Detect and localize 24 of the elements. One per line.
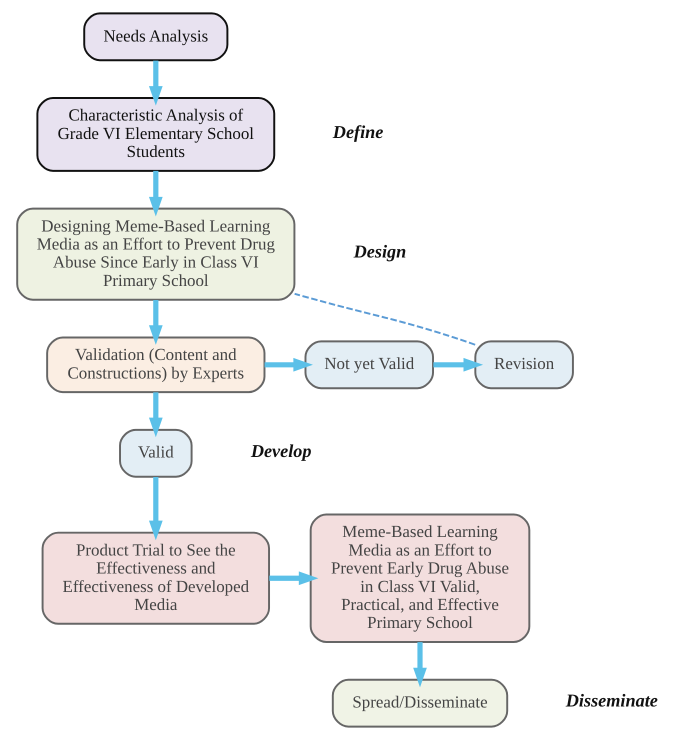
arrow <box>148 477 163 540</box>
node-box: Spread/Disseminate <box>332 678 508 728</box>
connector <box>294 292 476 346</box>
arrow <box>148 392 163 438</box>
arrow <box>413 642 427 688</box>
node-box: Product Trial to See the Effectiveness and Effectiveness of Developed Media <box>42 532 270 625</box>
node-box: Validation (Content and Constructions) by Experts <box>46 336 266 394</box>
label: Design <box>354 242 406 262</box>
node-box: Meme-Based Learning Media as an Effort to Prevent Early Drug Abuse in Class VI Valid, Practical, and Effective Primary School <box>310 513 530 643</box>
arrow <box>148 170 163 216</box>
node-box: Needs Analysis <box>83 12 228 62</box>
node-box: Designing Meme-Based Learning Media as an Effort to Prevent Drug Abuse Since Early in Class VI Primary School <box>16 208 296 301</box>
arrow <box>264 358 313 372</box>
label: Develop <box>250 440 312 461</box>
node-box: Characteristic Analysis of Grade VI Elementary School Students <box>36 97 276 172</box>
label: Define <box>332 122 384 142</box>
arrow <box>148 60 163 106</box>
node-box: Revision <box>474 340 574 390</box>
node-box: Not yet Valid <box>304 340 434 390</box>
arrow <box>433 358 484 372</box>
node-box: Valid <box>119 428 193 478</box>
label: Disseminate <box>566 690 658 711</box>
arrow <box>148 300 163 345</box>
arrow <box>269 571 318 586</box>
